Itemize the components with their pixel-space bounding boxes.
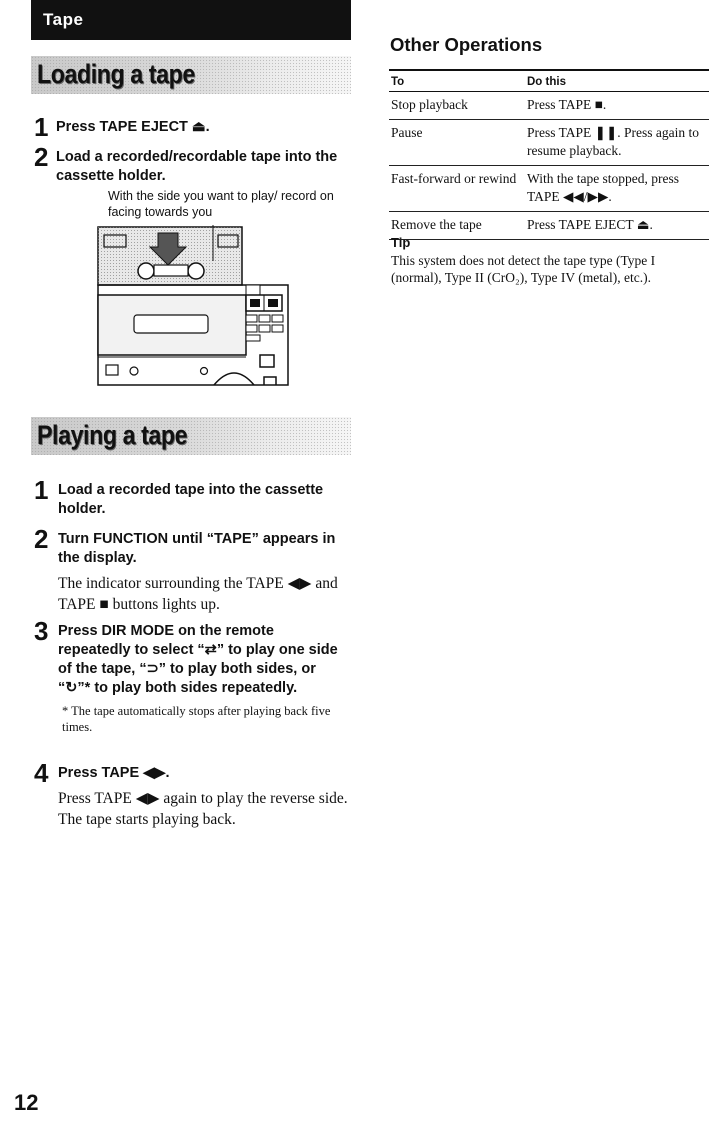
operation-to: Stop playback [389, 91, 525, 120]
step-heading: Turn FUNCTION until “TAPE” appears in th… [58, 531, 336, 566]
step-number: 4 [34, 758, 49, 788]
step-number: 2 [34, 524, 49, 554]
table-row: Stop playback Press TAPE ■. [389, 91, 709, 120]
tip-label: Tip [391, 235, 411, 250]
other-operations-title: Other Operations [390, 34, 543, 55]
section-tab-label: Tape [43, 10, 84, 29]
playing-step-2: 2 Turn FUNCTION until “TAPE” appears in … [34, 524, 350, 615]
playing-tape-banner: Playing a tape [31, 417, 351, 455]
operation-do: With the tape stopped, press TAPE ◀◀/▶▶. [525, 165, 709, 212]
table-row: Fast-forward or rewind With the tape sto… [389, 165, 709, 212]
page-number: 12 [14, 1090, 39, 1115]
step-number: 3 [34, 616, 49, 646]
operation-do: Press TAPE ❚❚. Press again to resume pla… [525, 119, 709, 166]
step-heading: Press TAPE EJECT ⏏. [56, 119, 210, 135]
operation-to: Pause [389, 119, 525, 166]
step-heading: Press TAPE ◀▶. [58, 765, 170, 781]
playing-step-1: 1 Load a recorded tape into the cassette… [34, 475, 350, 519]
step-heading: Load a recorded/recordable tape into the… [56, 149, 338, 184]
column-header-do: Do this [525, 69, 709, 92]
operations-table: To Do this Stop playback Press TAPE ■. P… [389, 69, 709, 240]
step-description: Press TAPE ◀▶ again to play the reverse … [58, 790, 348, 828]
step-number: 1 [34, 112, 49, 142]
table-row: Pause Press TAPE ❚❚. Press again to resu… [389, 119, 709, 166]
loading-tape-title: Loading a tape [37, 59, 195, 89]
step-heading: Press DIR MODE on the remote repeatedly … [58, 623, 338, 696]
step-heading: Load a recorded tape into the cassette h… [58, 482, 324, 517]
operation-to: Remove the tape [389, 211, 525, 240]
tip-text: This system does not detect the tape typ… [391, 253, 656, 285]
cassette-deck-illustration [97, 225, 289, 386]
step-footnote: * The tape automatically stops after pla… [62, 704, 331, 734]
playing-step-4: 4 Press TAPE ◀▶. Press TAPE ◀▶ again to … [34, 758, 350, 830]
table-header-row: To Do this [389, 69, 709, 92]
column-header-to: To [389, 69, 525, 92]
loading-tape-banner: Loading a tape [31, 56, 351, 94]
step-description: The indicator surrounding the TAPE ◀▶ an… [58, 575, 338, 613]
operation-do: Press TAPE ■. [525, 91, 709, 120]
table-row: Remove the tape Press TAPE EJECT ⏏. [389, 211, 709, 240]
section-tab: Tape [31, 0, 351, 40]
playing-step-3: 3 Press DIR MODE on the remote repeatedl… [34, 616, 350, 735]
step-number: 1 [34, 475, 49, 505]
operation-to: Fast-forward or rewind [389, 165, 525, 212]
loading-step-1: 1 Press TAPE EJECT ⏏. [34, 112, 350, 142]
loading-step-2: 2 Load a recorded/recordable tape into t… [34, 142, 350, 186]
operation-do: Press TAPE EJECT ⏏. [525, 211, 709, 240]
playing-tape-title: Playing a tape [37, 420, 188, 450]
step-number: 2 [34, 142, 49, 172]
illustration-caption: With the side you want to play/ record o… [108, 189, 334, 219]
